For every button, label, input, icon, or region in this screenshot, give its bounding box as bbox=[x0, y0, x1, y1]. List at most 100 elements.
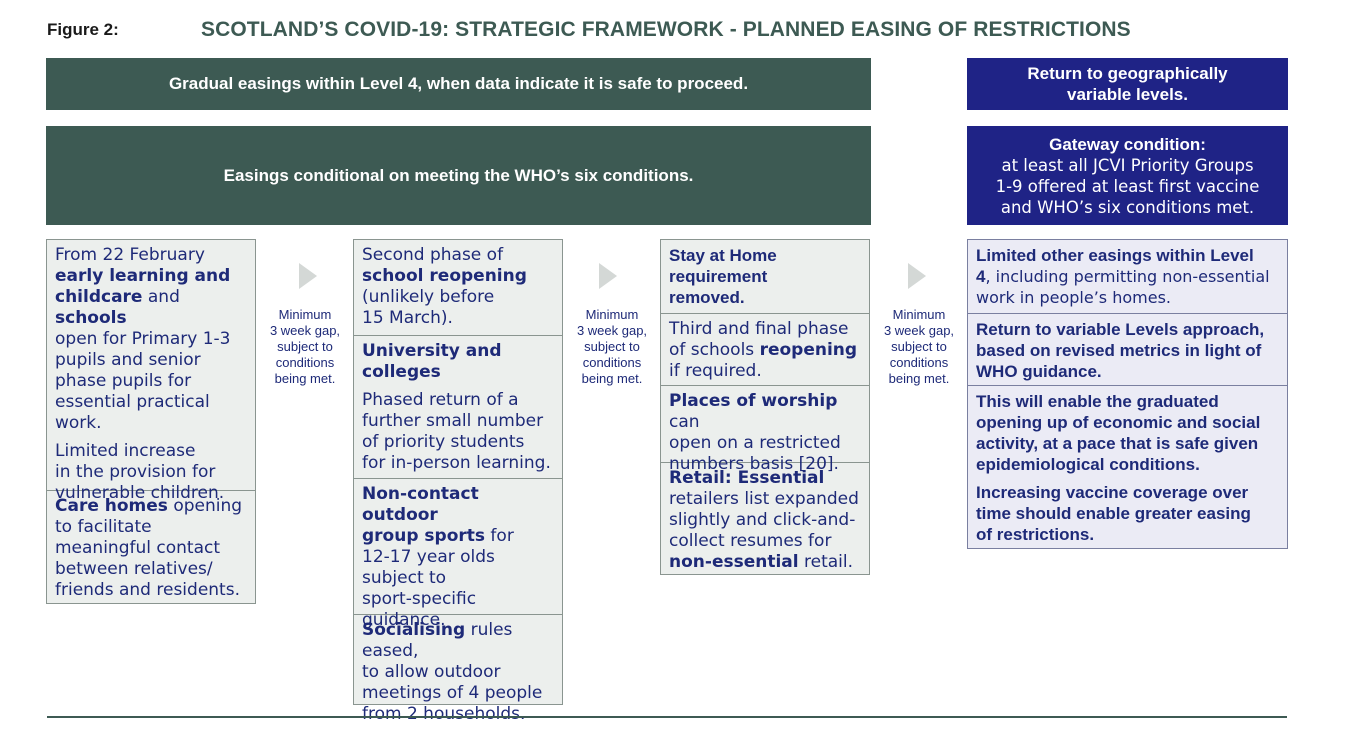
text-line: guidance. bbox=[362, 610, 446, 630]
figure-title: SCOTLAND’S COVID-19: STRATEGIC FRAMEWORK… bbox=[201, 18, 1131, 41]
text-line: essential practical bbox=[55, 392, 210, 412]
text-line: meetings of 4 people bbox=[362, 683, 543, 703]
text-line: if required. bbox=[669, 361, 762, 381]
text-bold: Return to variable Levels approach, bbox=[976, 320, 1265, 339]
text-line: opening bbox=[167, 496, 243, 516]
gap-line: conditions bbox=[889, 355, 949, 370]
gateway-heading: Gateway condition: bbox=[1049, 134, 1206, 154]
banner-gradual-text: Gradual easings within Level 4, when dat… bbox=[168, 74, 749, 93]
cell-places-of-worship: Places of worship can open on a restrict… bbox=[661, 385, 869, 474]
banner-gradual-easings: Gradual easings within Level 4, when dat… bbox=[46, 58, 871, 110]
gateway-line1: at least all JCVI Priority Groups bbox=[1001, 155, 1254, 175]
banner-return-levels: Return to geographically variable levels… bbox=[967, 58, 1288, 110]
text-bold: Limited other easings within Level bbox=[976, 246, 1254, 265]
text-bold: University and bbox=[362, 341, 502, 361]
text-line: open on a restricted bbox=[669, 433, 841, 453]
chevron-right-icon bbox=[599, 263, 617, 289]
text-line: 12-17 year olds bbox=[362, 547, 495, 567]
text-bold: early learning and bbox=[55, 266, 231, 286]
text-bold: Retail: Essential bbox=[669, 468, 825, 488]
text-bold: group sports bbox=[362, 526, 486, 546]
cell-return-variable-levels: Return to variable Levels approach, base… bbox=[968, 313, 1287, 385]
text-bold: Care homes bbox=[55, 496, 168, 516]
text-bold: 4 bbox=[976, 267, 986, 286]
text-line: Second phase of bbox=[362, 245, 504, 265]
text-bold: Increasing vaccine coverage over bbox=[976, 483, 1249, 502]
text-line: subject to bbox=[362, 568, 447, 588]
column-phase-1: From 22 February early learning and chil… bbox=[46, 239, 256, 604]
gap-line: subject to bbox=[584, 339, 640, 354]
text-line: phase pupils for bbox=[55, 371, 192, 391]
text-bold: Non-contact outdoor bbox=[362, 484, 479, 525]
cell-graduated-opening: This will enable the graduated opening u… bbox=[968, 385, 1287, 549]
text-line: for bbox=[485, 526, 514, 546]
gap-line: being met. bbox=[274, 371, 336, 386]
text-line: Phased return of a bbox=[362, 390, 519, 410]
text-bold: opening up of economic and social bbox=[976, 413, 1261, 432]
text-line: numbers basis [20]. bbox=[669, 454, 839, 474]
cell-early-learning: From 22 February early learning and chil… bbox=[47, 240, 255, 503]
text-line: (unlikely before bbox=[362, 287, 495, 307]
gap-line: 3 week gap, bbox=[883, 323, 955, 338]
text-bold: requirement bbox=[669, 267, 768, 286]
gateway-line2: 1-9 offered at least first vaccine bbox=[995, 176, 1260, 196]
text-bold: Places of worship bbox=[669, 391, 838, 411]
text-line: to facilitate bbox=[55, 517, 152, 537]
text-line: From 22 February bbox=[55, 245, 205, 265]
text-bold: removed. bbox=[669, 288, 745, 307]
text-line: of priority students bbox=[362, 432, 525, 452]
text-line: sport-specific bbox=[362, 589, 477, 609]
column-phase-3: Stay at Home requirement removed. Third … bbox=[660, 239, 870, 575]
text-line: work in people’s homes. bbox=[976, 288, 1171, 307]
text-line: Limited increase bbox=[55, 441, 196, 461]
gap-line: being met. bbox=[888, 371, 950, 386]
gap-label-3: Minimum 3 week gap, subject to condition… bbox=[874, 307, 964, 387]
bottom-rule bbox=[47, 716, 1287, 718]
text-line: to allow outdoor bbox=[362, 662, 501, 682]
cell-limited-other-easings: Limited other easings within Level 4, in… bbox=[968, 240, 1287, 313]
gap-line: being met. bbox=[581, 371, 643, 386]
cell-school-reopening: Second phase of school reopening (unlike… bbox=[354, 240, 562, 335]
text-bold: of restrictions. bbox=[976, 525, 1095, 544]
gateway-line3: and WHO’s six conditions met. bbox=[1000, 197, 1255, 217]
text-bold: schools bbox=[55, 308, 127, 328]
cell-outdoor-sports: Non-contact outdoor group sports for 12-… bbox=[354, 478, 562, 630]
text-bold: activity, at a pace that is safe given bbox=[976, 434, 1259, 453]
gap-label-2: Minimum 3 week gap, subject to condition… bbox=[567, 307, 657, 387]
text-line: rules eased, bbox=[362, 620, 513, 661]
text-line: from 2 households. bbox=[362, 704, 526, 724]
figure-label: Figure 2: bbox=[47, 20, 119, 39]
text-line: retailers list expanded bbox=[669, 489, 859, 509]
text-line: vulnerable children. bbox=[55, 483, 225, 503]
text-line: further small number bbox=[362, 411, 544, 431]
cell-socialising: Socialising rules eased, to allow outdoo… bbox=[354, 614, 562, 729]
column-phase-2: Second phase of school reopening (unlike… bbox=[353, 239, 563, 724]
text-bold: reopening bbox=[759, 340, 858, 360]
text-bold: Socialising bbox=[362, 620, 466, 640]
text-line: between relatives/ bbox=[55, 559, 213, 579]
text-line: Third and final phase bbox=[669, 319, 849, 339]
text-bold: non-essential bbox=[669, 552, 799, 572]
banner-who-text: Easings conditional on meeting the WHO’s… bbox=[223, 165, 694, 185]
text-bold: childcare bbox=[55, 287, 143, 307]
gap-line: conditions bbox=[582, 355, 642, 370]
text-line: 15 March). bbox=[362, 308, 453, 328]
text-bold: epidemiological conditions. bbox=[976, 455, 1200, 474]
banner-gateway-condition: Gateway condition: at least all JCVI Pri… bbox=[967, 126, 1288, 225]
text-bold: Stay at Home bbox=[669, 246, 777, 265]
banner-return-line1: Return to geographically bbox=[1027, 64, 1228, 83]
text-line: friends and residents. bbox=[55, 580, 240, 600]
gap-line: subject to bbox=[891, 339, 947, 354]
column-variable-levels: Limited other easings within Level 4, in… bbox=[967, 239, 1288, 549]
cell-retail: Retail: Essential retailers list expande… bbox=[661, 462, 869, 577]
gap-line: 3 week gap, bbox=[269, 323, 341, 338]
text-line: for in-person learning. bbox=[362, 453, 551, 473]
text-line: can bbox=[669, 412, 700, 432]
gap-line: conditions bbox=[275, 355, 335, 370]
text-line: retail. bbox=[798, 552, 854, 572]
gap-line: 3 week gap, bbox=[576, 323, 648, 338]
text-line: of schools bbox=[669, 340, 760, 360]
text-line: and bbox=[142, 287, 180, 307]
text-line: slightly and click-and- bbox=[669, 510, 856, 530]
cell-care-homes: Care homes opening to facilitate meaning… bbox=[47, 490, 255, 605]
